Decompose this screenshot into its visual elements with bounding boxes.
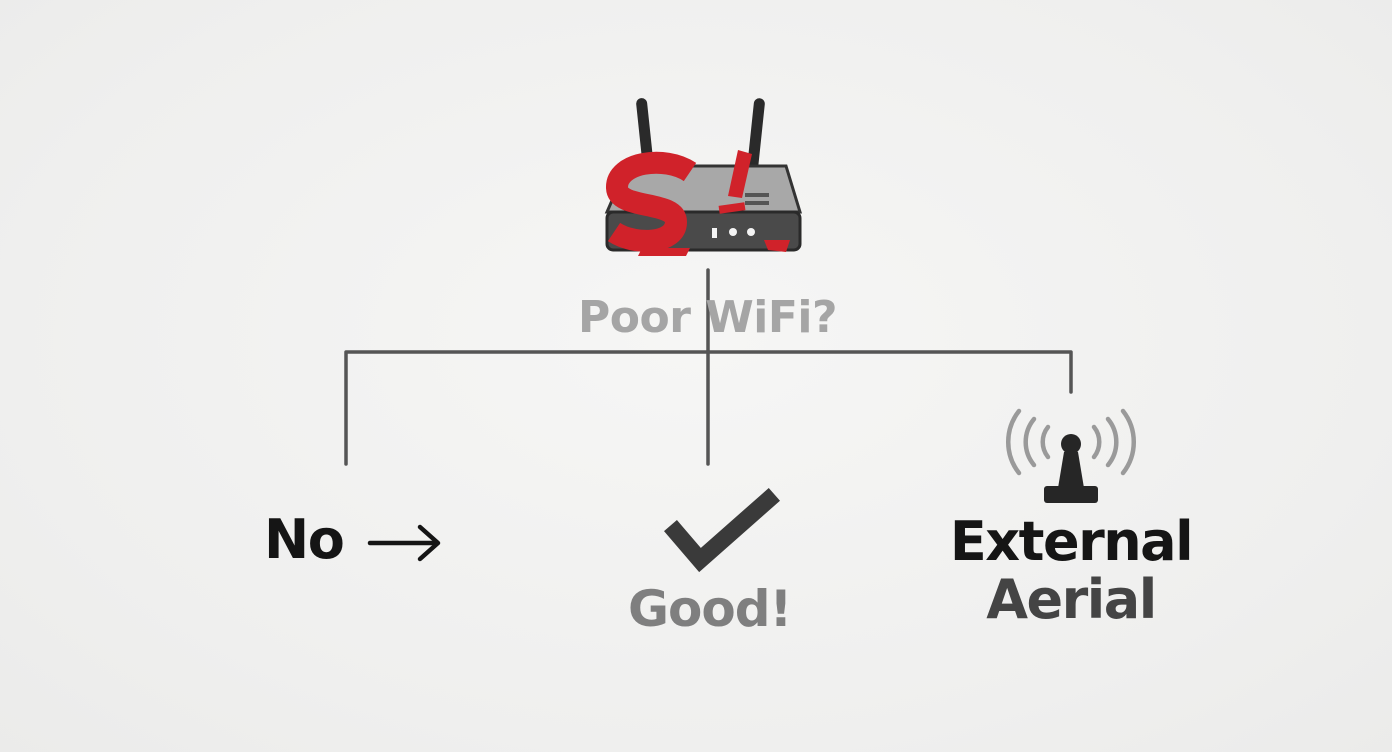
checkmark-icon: [664, 488, 780, 573]
question-label: Poor WiFi?: [578, 292, 838, 343]
external-aerial-label: External Aerial: [940, 513, 1202, 629]
good-branch-label: Good!: [628, 580, 792, 638]
external-aerial-line-1: External: [949, 510, 1194, 573]
no-branch-label: No: [264, 508, 345, 571]
external-aerial-line-2: Aerial: [986, 568, 1157, 631]
right-arrow-icon: [367, 524, 441, 562]
router-warning-icon: [604, 98, 803, 256]
branch-bar-line: [344, 350, 1073, 466]
connector-lines: [344, 268, 1073, 466]
antenna-signal-icon: [1005, 408, 1137, 503]
